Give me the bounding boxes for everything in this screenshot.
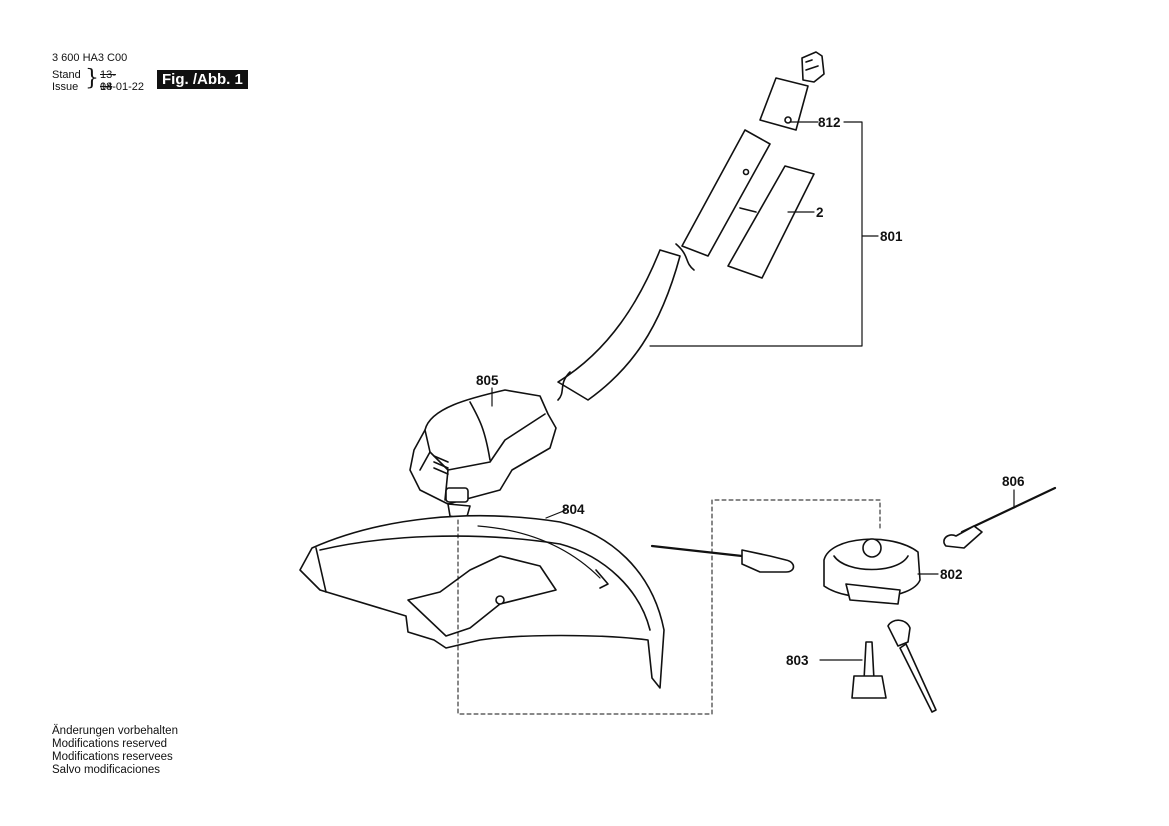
spool-bolt [851, 641, 887, 699]
footer-line-en: Modifications reserved [52, 738, 168, 750]
lower-shaft-tube [557, 243, 695, 401]
upper-shaft-tube [681, 129, 771, 257]
cutting-line-right [943, 486, 1057, 549]
part-label-802: 802 [940, 567, 963, 582]
footer-notes: Änderungen vorbehalten Modifications res… [52, 725, 178, 777]
part-label-812: 812 [818, 115, 841, 130]
grip-sleeve [727, 165, 815, 279]
footer-line-de: Änderungen vorbehalten [52, 725, 178, 737]
stand-label: Stand [52, 69, 81, 81]
spool-head [823, 538, 921, 605]
cutting-line-left [650, 544, 795, 573]
brace-symbol: } [85, 66, 99, 91]
part-label-801: 801 [880, 229, 903, 244]
part-label-2: 2 [816, 205, 824, 220]
old-date: 13-08 [100, 69, 116, 93]
shaft-connector [759, 51, 825, 131]
issue-label: Issue [52, 81, 79, 93]
assembly-dashed-outline [457, 499, 881, 715]
motor-housing [409, 389, 557, 521]
figure-label: Fig. /Abb. 1 [157, 70, 248, 89]
document-code: 3 600 HA3 C00 [52, 52, 128, 64]
part-label-804: 804 [562, 502, 585, 517]
footer-line-es: Salvo modificaciones [52, 764, 161, 776]
footer-line-fr: Modifications reservees [52, 751, 173, 763]
part-label-806: 806 [1002, 474, 1025, 489]
leader-lines [491, 121, 1015, 661]
part-label-803: 803 [786, 653, 809, 668]
grass-guard [299, 514, 665, 689]
retaining-pin [887, 619, 937, 713]
new-date: 14-01-22 [100, 81, 145, 93]
part-label-805: 805 [476, 373, 499, 388]
